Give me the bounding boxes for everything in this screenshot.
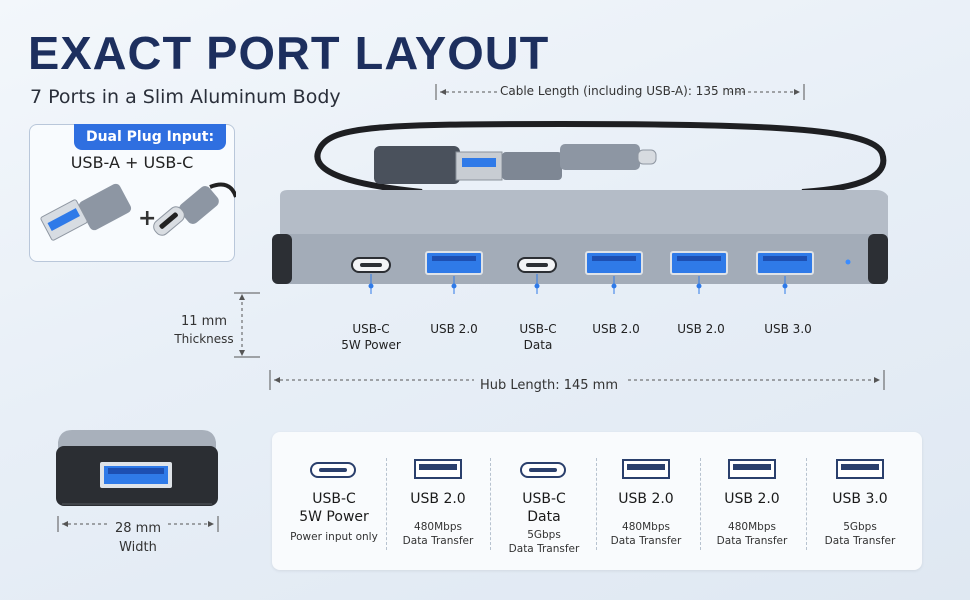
usb-a-port-icon [756, 251, 814, 275]
usb-a-port-icon [728, 459, 776, 479]
page-title: EXACT PORT LAYOUT [28, 27, 550, 79]
page-subtitle: 7 Ports in a Slim Aluminum Body [30, 86, 341, 108]
width-value: 28 mm [114, 521, 161, 536]
usb-a-port-icon [670, 251, 728, 275]
thickness-dimension [234, 292, 260, 358]
usb-a-port-icon [425, 251, 483, 275]
usb-c-connector-icon [560, 144, 657, 170]
spec-card: USB 3.0 5Gbps Data Transfer [808, 432, 912, 570]
usb-a-port-icon [585, 251, 643, 275]
usb-a-connector-icon [374, 146, 562, 184]
thickness-label: Thickness [174, 332, 234, 346]
usb-c-plug-icon [153, 182, 236, 236]
port-label: USB 2.0 [677, 322, 725, 336]
plus-icon: + [138, 206, 156, 231]
port-label: USB 2.0 [592, 322, 640, 336]
usb-a-port-icon [414, 459, 462, 479]
thickness-value: 11 mm [180, 314, 227, 329]
hub-side-view [56, 430, 218, 506]
hub-ports [351, 251, 851, 294]
dual-plug-heading: Dual Plug Input: [74, 124, 226, 150]
width-dimension [57, 516, 219, 532]
port-label: USB 3.0 [764, 322, 812, 336]
usb-c-port-icon [310, 462, 356, 478]
spec-card: USB 2.0 480Mbps Data Transfer [700, 432, 804, 570]
port-label: USB 2.0 [430, 322, 478, 336]
usb-a-port-icon [622, 459, 670, 479]
hub-length-dimension [269, 370, 885, 390]
spec-card: USB 2.0 480Mbps Data Transfer [386, 432, 490, 570]
cable-length-label: Cable Length (including USB-A): 135 mm [500, 84, 746, 98]
led-indicator-icon [845, 259, 851, 265]
cable-length-dimension [435, 84, 805, 100]
dual-plug-types: USB-A + USB-C [70, 153, 194, 172]
dual-plug-panel: Dual Plug Input: USB-A + USB-C + [29, 124, 236, 262]
width-label: Width [119, 540, 157, 555]
dual-plug-illustration: + [40, 182, 236, 241]
usb-c-port-icon [520, 462, 566, 478]
hub-length-label: Hub Length: 145 mm [479, 378, 619, 393]
cable [314, 120, 887, 195]
usb-a-plug-icon [40, 183, 132, 241]
usb-a-port-icon [836, 459, 884, 479]
spec-card: USB 2.0 480Mbps Data Transfer [594, 432, 698, 570]
